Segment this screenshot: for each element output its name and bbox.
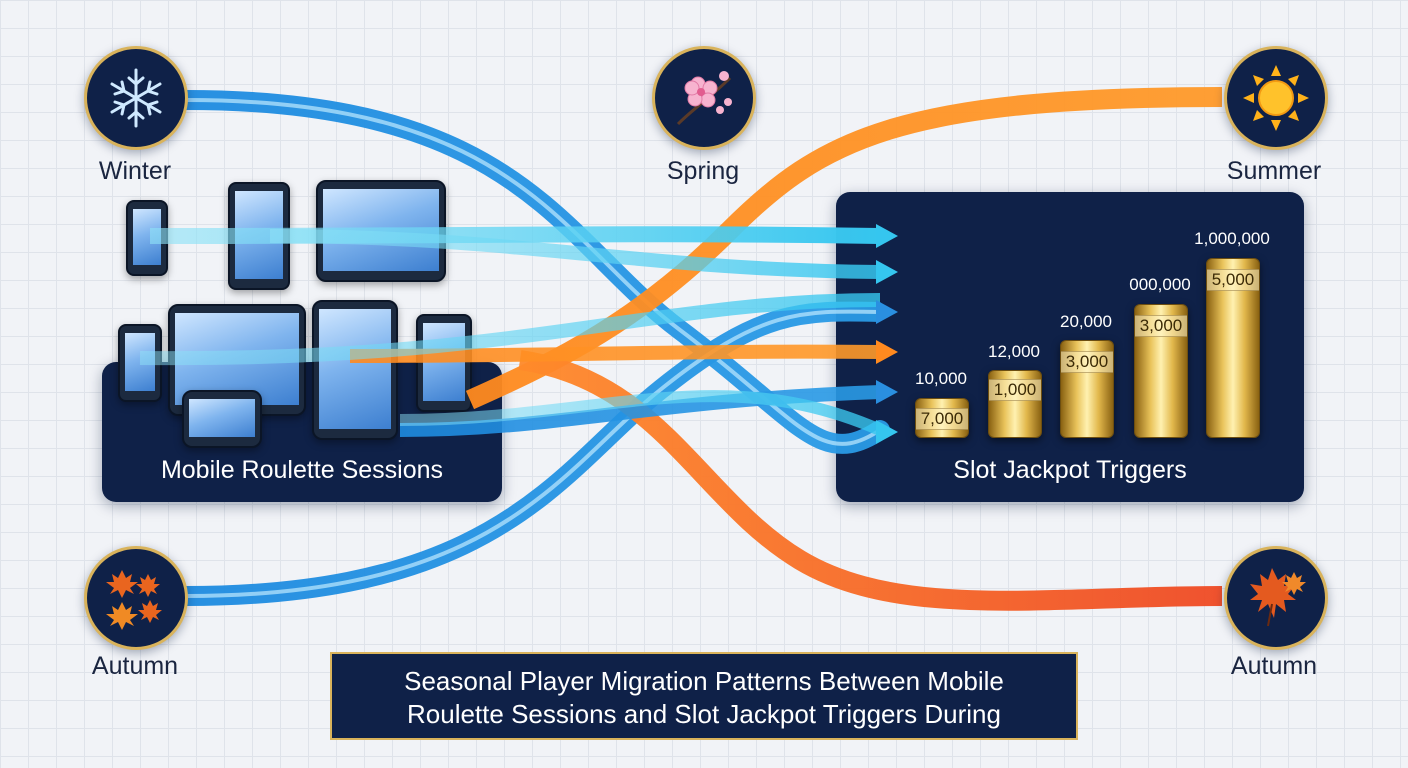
autumn-left-badge xyxy=(84,546,188,650)
winter-badge xyxy=(84,46,188,150)
stack-top-label: 20,000 xyxy=(1060,312,1112,331)
spring-label: Spring xyxy=(666,157,740,185)
autumn-right-label: Autumn xyxy=(1230,652,1318,680)
phone-device xyxy=(416,314,472,412)
autumn-left-label: Autumn xyxy=(91,652,179,680)
snowflake-icon xyxy=(110,68,162,128)
cherry-blossom-icon xyxy=(676,71,732,126)
summer-label: Summer xyxy=(1226,157,1322,185)
jackpot-stack: 7,000 xyxy=(915,398,969,438)
maple-leaf-icon xyxy=(1250,568,1306,627)
autumn-right-badge xyxy=(1224,546,1328,650)
tablet-device xyxy=(316,180,446,282)
maple-leaves-icon xyxy=(106,570,162,630)
jackpot-stack: 3,000 xyxy=(1134,304,1188,438)
sun-icon xyxy=(1243,65,1309,131)
stack-band-label: 7,000 xyxy=(916,408,968,430)
spring-badge xyxy=(652,46,756,150)
phone-device xyxy=(126,200,168,276)
phone-device xyxy=(118,324,162,402)
stack-top-label: 12,000 xyxy=(988,342,1040,361)
stack-top-label: 10,000 xyxy=(915,369,967,388)
stack-band-label: 3,000 xyxy=(1061,351,1113,373)
stack-band-label: 1,000 xyxy=(989,379,1041,401)
jackpot-stack: 1,000 xyxy=(988,370,1042,438)
stack-band-label: 5,000 xyxy=(1207,269,1259,291)
stack-top-label: 000,000 xyxy=(1129,275,1191,294)
summer-badge xyxy=(1224,46,1328,150)
jackpot-stack: 5,000 xyxy=(1206,258,1260,438)
jackpot-stack: 3,000 xyxy=(1060,340,1114,438)
diagram-title: Seasonal Player Migration Patterns Betwe… xyxy=(330,652,1078,740)
stack-top-label: 1,000,000 xyxy=(1194,229,1270,248)
phone-device xyxy=(228,182,290,290)
stack-band-label: 3,000 xyxy=(1135,315,1187,337)
tablet-device xyxy=(182,390,262,448)
tablet-device xyxy=(312,300,398,440)
winter-label: Winter xyxy=(98,157,172,185)
